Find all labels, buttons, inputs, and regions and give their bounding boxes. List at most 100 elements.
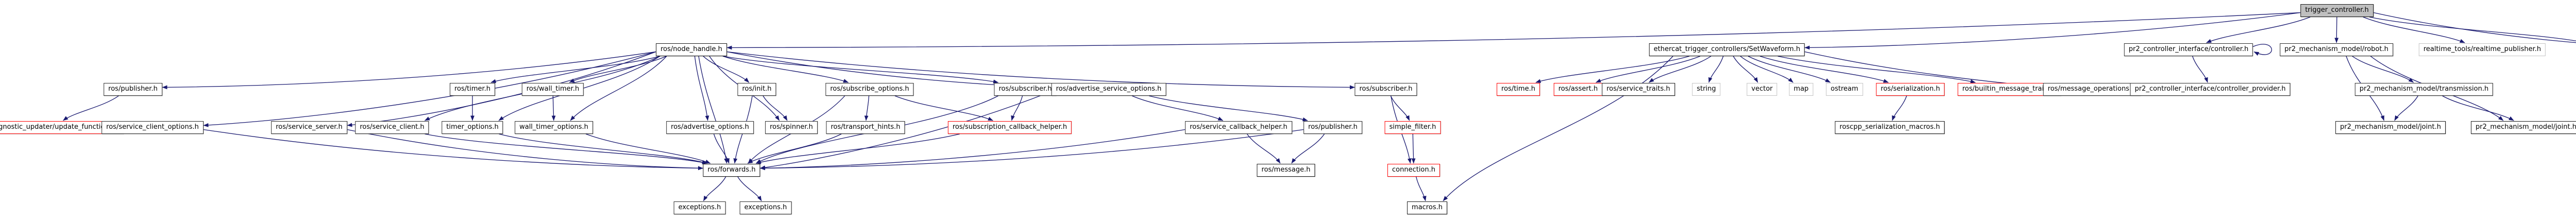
graph-node-adv_srv_options[interactable]: ros/advertise_service_options.h — [1051, 83, 1166, 96]
graph-node-svc_client[interactable]: ros/service_client.h — [355, 121, 429, 134]
graph-node-node_handle[interactable]: ros/node_handle.h — [656, 43, 727, 57]
edge-svc_cb_helper-to-forwards — [760, 129, 1185, 171]
edge-trigger-to-scoped_ptr — [2373, 12, 2576, 43]
graph-node-std_map[interactable]: map — [1789, 83, 1814, 96]
graph-node-sub_cb_helper[interactable]: ros/subscription_callback_helper.h — [947, 121, 1072, 134]
edge-svc_client_options-to-forwards — [203, 129, 703, 171]
edge-wall_timer_options-to-forwards — [585, 133, 711, 164]
graph-node-timer[interactable]: ros/timer.h — [449, 83, 496, 96]
edge-setwaveform-to-std_ostream — [1748, 56, 1831, 83]
graph-node-ros_assert[interactable]: ros/assert.h — [1553, 83, 1603, 96]
graph-node-joint2[interactable]: pr2_mechanism_model/joint.h — [2471, 121, 2576, 134]
graph-node-ros_message[interactable]: ros/message.h — [1257, 164, 1315, 177]
graph-node-trigger: trigger_controller.h — [2300, 4, 2374, 18]
edge-setwaveform-to-macros — [1443, 56, 1673, 201]
edge-transmission-to-joint1 — [2394, 95, 2418, 121]
graph-node-transport_hints[interactable]: ros/transport_hints.h — [826, 121, 905, 134]
graph-node-wall_timer[interactable]: ros/wall_timer.h — [521, 83, 584, 96]
edge-setwaveform-to-std_string — [1708, 56, 1724, 83]
edge-forwards-to-exceptions1 — [703, 176, 726, 201]
edge-trigger-to-setwaveform — [1804, 12, 2301, 50]
graph-node-service_traits[interactable]: ros/service_traits.h — [1602, 83, 1675, 96]
graph-node-macros[interactable]: macros.h — [1407, 201, 1447, 215]
graph-node-subscriber2[interactable]: ros/subscriber.h — [1354, 83, 1417, 96]
graph-node-publisher2[interactable]: ros/publisher.h — [1303, 121, 1362, 134]
graph-node-svc_server[interactable]: ros/service_server.h — [271, 121, 347, 134]
graph-node-ros_time[interactable]: ros/time.h — [1497, 83, 1540, 96]
graph-node-update_functions[interactable]: diagnostic_updater/update_functions.h — [0, 121, 124, 134]
edge-node_handle-to-subscribe_options — [722, 56, 849, 83]
edge-node_handle-to-wall_timer — [569, 56, 667, 83]
graph-node-timer_options[interactable]: timer_options.h — [442, 121, 503, 134]
edge-setwaveform-to-builtin_traits — [1777, 56, 1976, 83]
edge-transmission-to-joint2 — [2442, 95, 2514, 121]
graph-node-svc_client_options[interactable]: ros/service_client_options.h — [101, 121, 204, 134]
edge-node_handle-to-adv_options — [694, 56, 709, 121]
edge-controller-to-controller — [2252, 44, 2272, 56]
edge-subscribe_options-to-sub_cb_helper — [894, 95, 993, 121]
graph-node-wall_timer_options[interactable]: wall_timer_options.h — [515, 121, 593, 134]
edge-adv_options-to-forwards — [713, 133, 730, 164]
edge-publisher1-to-update_functions — [63, 95, 119, 121]
edge-node_handle-to-svc_server — [347, 51, 656, 127]
edge-subscribe_options-to-transport_hints — [864, 95, 870, 121]
edge-setwaveform-to-msg_ops — [1804, 51, 2048, 88]
graph-node-msg_ops[interactable]: ros/message_operations.h — [2043, 83, 2141, 96]
graph-node-std_vector[interactable]: vector — [1747, 83, 1777, 96]
graph-node-serialization[interactable]: ros/serialization.h — [1876, 83, 1945, 96]
graph-node-spinner[interactable]: ros/spinner.h — [765, 121, 818, 134]
edge-setwaveform-to-ros_time — [1535, 56, 1690, 83]
edge-timer_options-to-forwards — [499, 133, 707, 164]
graph-node-std_string[interactable]: string — [1692, 83, 1721, 96]
edge-sub_cb_helper-to-forwards — [756, 133, 960, 164]
graph-node-forwards[interactable]: ros/forwards.h — [703, 164, 760, 177]
edge-setwaveform-to-std_map — [1740, 56, 1793, 83]
edge-trigger-to-robot — [2334, 16, 2339, 43]
graph-node-joint1[interactable]: pr2_mechanism_model/joint.h — [2335, 121, 2446, 134]
graph-node-roscpp_ser_macros[interactable]: roscpp_serialization_macros.h — [1835, 121, 1945, 134]
edge-connection-to-macros — [1416, 176, 1427, 201]
graph-node-exceptions2[interactable]: exceptions.h — [739, 201, 792, 215]
edge-setwaveform-to-serialization — [1759, 56, 1889, 83]
edge-adv_srv_options-to-forwards — [760, 91, 1052, 170]
edge-setwaveform-to-std_vector — [1733, 56, 1758, 83]
edge-publisher2-to-ros_message — [1291, 133, 1325, 164]
graph-node-adv_options[interactable]: ros/advertise_options.h — [666, 121, 754, 134]
graph-node-realtime_pub[interactable]: realtime_tools/realtime_publisher.h — [2418, 43, 2546, 57]
graph-node-ctrl_provider[interactable]: pr2_controller_interface/controller_prov… — [2130, 83, 2291, 96]
edge-node_handle-to-publisher1 — [162, 51, 656, 90]
edge-serialization-to-roscpp_ser_macros — [1892, 95, 1907, 121]
edge-setwaveform-to-ros_assert — [1596, 56, 1701, 83]
graph-node-svc_cb_helper[interactable]: ros/service_callback_helper.h — [1185, 121, 1292, 134]
edge-node_handle-to-svc_client_options — [203, 51, 656, 127]
graph-node-simple_filter[interactable]: simple_filter.h — [1384, 121, 1441, 134]
edge-publisher2-to-forwards — [760, 129, 1304, 171]
edge-subscriber2-to-simple_filter — [1390, 95, 1410, 121]
graph-node-publisher1[interactable]: ros/publisher.h — [104, 83, 162, 96]
graph-node-connection[interactable]: connection.h — [1387, 164, 1440, 177]
edge-trigger-to-realtime_pub — [2363, 16, 2465, 43]
edge-controller-to-ctrl_provider — [2192, 56, 2208, 83]
graph-node-robot[interactable]: pr2_mechanism_model/robot.h — [2280, 43, 2393, 57]
graph-node-std_ostream[interactable]: ostream — [1826, 83, 1863, 96]
edge-setwaveform-to-service_traits — [1649, 56, 1711, 83]
graph-node-setwaveform[interactable]: ethercat_trigger_controllers/SetWaveform… — [1649, 43, 1805, 57]
edge-robot-to-transmission — [2352, 56, 2414, 83]
edge-forwards-to-exceptions2 — [737, 176, 762, 201]
graph-node-subscribe_options[interactable]: ros/subscribe_options.h — [825, 83, 914, 96]
graph-node-controller[interactable]: pr2_controller_interface/controller.h — [2124, 43, 2253, 57]
edge-node_handle-to-subscriber2 — [726, 51, 1355, 90]
edge-init-to-spinner — [762, 95, 788, 121]
edge-trigger-to-controller — [2206, 16, 2311, 43]
edge-node_handle-to-init — [703, 56, 750, 83]
edge-node_handle-to-forwards — [698, 56, 728, 164]
graph-node-init[interactable]: ros/init.h — [737, 83, 776, 96]
edge-trigger-to-std_header — [2369, 16, 2576, 42]
graph-node-transmission[interactable]: pr2_mechanism_model/transmission.h — [2354, 83, 2494, 96]
edge-subscriber1-to-sub_cb_helper — [1011, 95, 1023, 121]
edge-trigger-to-node_handle — [726, 12, 2301, 50]
graph-node-subscriber1[interactable]: ros/subscriber.h — [994, 83, 1057, 96]
graph-node-exceptions1[interactable]: exceptions.h — [673, 201, 726, 215]
